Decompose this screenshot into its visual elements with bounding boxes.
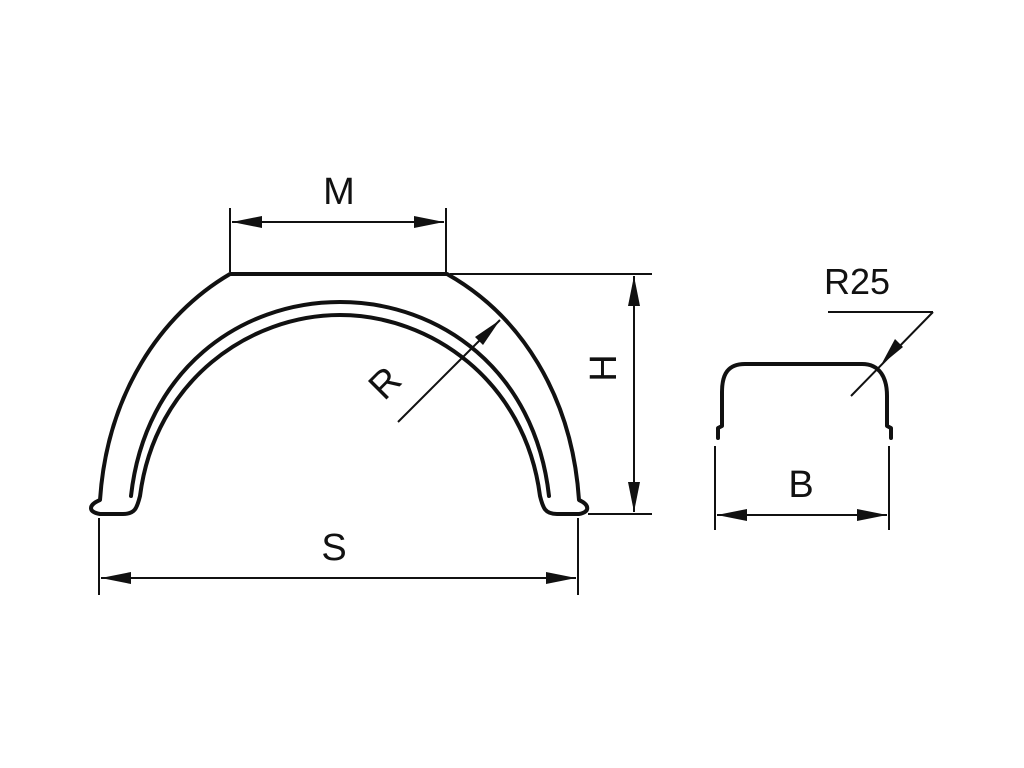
fender-profile-section [716, 362, 893, 440]
dimension-h-label: H [583, 354, 625, 381]
profile-outline [716, 362, 893, 440]
dimension-r25: R25 [824, 261, 934, 397]
fender-outer-contour [89, 272, 590, 516]
dimension-s-label: S [321, 527, 346, 569]
dimension-r-label: R [361, 359, 410, 408]
dimension-s: S [98, 518, 579, 595]
dimension-h: H [450, 273, 652, 515]
dimension-r25-label: R25 [824, 261, 890, 302]
dimension-b: B [714, 446, 890, 530]
fender-inner-bead [129, 300, 551, 498]
dimension-m-label: M [323, 171, 355, 213]
dimension-m: M [229, 171, 447, 272]
dimension-b-label: B [788, 464, 813, 506]
fender-side-view [89, 272, 590, 516]
